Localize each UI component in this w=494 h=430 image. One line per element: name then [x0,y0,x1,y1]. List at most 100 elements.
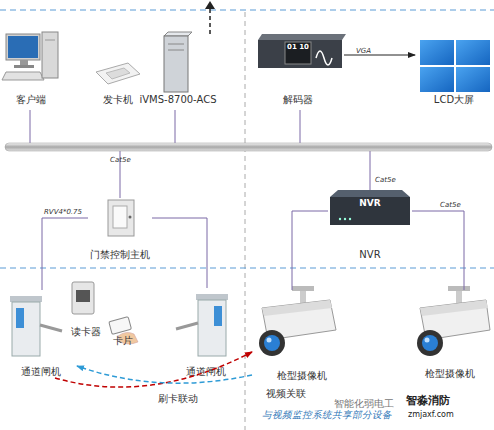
decoder-screen [285,42,311,64]
annotation-label: Cat5e [375,176,396,184]
turnstile-top [196,294,228,300]
camera-bracket [300,291,306,303]
camera-bracket [456,291,462,303]
lcd-panel [456,67,490,92]
device-label: 读卡器 [66,326,106,338]
card [109,317,132,335]
device-node: 枪型摄像机 [252,290,352,382]
lcd-panel [456,40,490,65]
monitor-frame [6,34,40,60]
camera-shade [262,300,332,316]
nvr-led [339,218,341,220]
device-node: 门禁控制主机 [88,194,152,262]
device-node: 发卡机 [90,55,146,108]
turnstile-body [198,300,226,356]
camera-lens [259,330,285,356]
connector [55,352,252,387]
decoder-top [258,34,346,40]
device-node: 读卡器 [66,278,106,338]
connector [77,366,252,383]
server-top [164,32,192,36]
device-label: 枪型摄像机 [408,368,492,380]
nvr-top [330,190,410,197]
device-screen-text: 01 10 [285,43,311,51]
turnstile-arm [176,323,198,329]
device-node: 通道闸机 [170,288,242,378]
connector-label: Cat5e [440,201,461,209]
turnstile-arm [40,325,62,331]
turnstile-panel [214,306,222,326]
card-reader [72,282,94,314]
connector [42,218,88,290]
device-label: NVR [328,249,412,261]
camera-glass [264,335,280,351]
server-tower [164,36,188,92]
device-node: 枪型摄像机 [408,290,492,380]
connector-label: 视频关联 [266,388,306,400]
annotation-label: zmjaxf.com [408,410,454,419]
camera-mount [448,286,470,291]
connector-label: RVV4*0.75 [44,208,82,216]
turnstile-panel [16,308,24,328]
annotation-label: 智淼消防 [406,395,450,407]
device-label: iVMS-8700-ACS [133,94,223,106]
zone-divider [245,12,246,430]
device-label: 门禁控制主机 [88,249,152,261]
pc-tower-detail [45,40,55,41]
camera-mount [292,286,314,291]
network-drop [175,110,176,143]
annotation-label: Cat5e [110,156,131,164]
card-issuer-body [96,63,140,84]
device-node: 01 10 解码器 [252,30,344,108]
annotation-label: 与视频监控系统共享部分设备 [262,409,392,421]
device-node: LCD大屏 [415,34,493,108]
decoder-front [258,40,342,68]
card-issuer-slot [106,68,130,79]
lcd-panel [420,67,454,92]
device-label: 卡片 [106,335,140,347]
connector-label: VGA [356,47,371,55]
camera-shade [420,300,488,316]
lcd-panel [420,40,454,65]
turnstile-body [12,302,40,356]
controller-panel [113,206,127,228]
annotation-label: 智能化弱电工 [334,398,394,410]
monitor-stand [20,60,28,65]
network-bus [5,143,492,151]
connector [344,55,415,56]
pc-tower [42,32,58,78]
device-label: 发卡机 [90,94,146,106]
monitor-screen [8,36,38,58]
device-label: 解码器 [252,94,344,106]
decoder-wave [316,51,332,65]
connector [152,218,207,288]
camera-glint [425,338,430,343]
zone-divider [0,10,494,11]
zone-divider [0,268,494,269]
camera-lens [417,330,443,356]
monitor-base [14,65,34,68]
nvr-led [349,218,351,220]
device-screen-text: NVR [328,198,412,209]
keyboard [2,72,44,80]
connector [412,211,464,290]
turnstile-top [10,296,42,302]
device-node: NVR NVR [328,186,412,262]
device-label: 客户端 [2,94,60,106]
camera-glass [422,335,438,351]
device-label: 枪型摄像机 [252,370,352,382]
device-node: 通道闸机 [5,290,77,378]
server-bay [168,44,184,45]
uplink-arrow [209,8,211,34]
network-drop [30,110,31,143]
nvr-led [344,218,346,220]
device-label: LCD大屏 [415,94,493,106]
device-node: 卡片 [106,318,140,348]
card-reader-pad [76,290,90,302]
server-bay [168,50,184,51]
controller-lock [129,216,132,219]
device-node: iVMS-8700-ACS [133,30,223,108]
network-drop [370,151,371,190]
controller-box [108,200,134,236]
